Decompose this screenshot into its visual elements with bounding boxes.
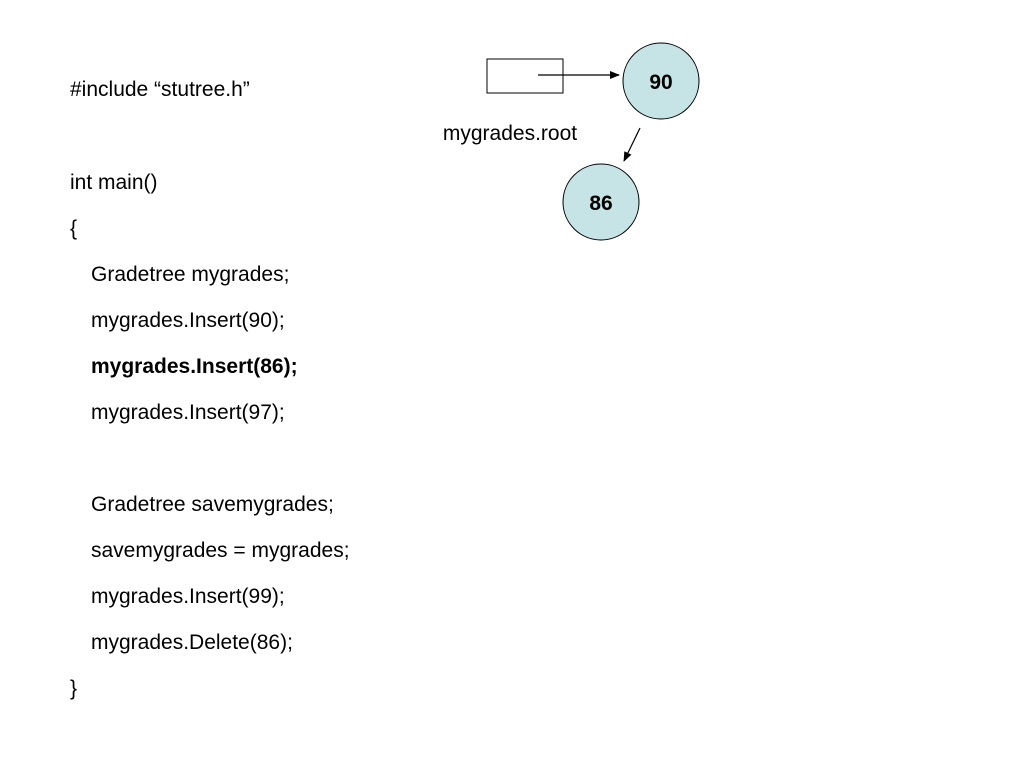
left-child-arrow — [623, 127, 641, 162]
code-line-insert-97: mygrades.Insert(97); — [91, 401, 285, 424]
code-line-assign-save: savemygrades = mygrades; — [91, 539, 350, 562]
code-line-close-brace: } — [70, 677, 78, 700]
code-line-include: #include “stutree.h” — [70, 78, 250, 101]
root-pointer-box — [486, 58, 564, 94]
tree-node-86-value: 86 — [589, 192, 612, 215]
code-line-main-signature: int main() — [70, 171, 158, 194]
code-line-declare-mygrades: Gradetree mygrades; — [91, 263, 290, 286]
tree-node-86 — [562, 163, 640, 241]
root-pointer-label: mygrades.root — [443, 122, 577, 145]
code-line-declare-savemygrades: Gradetree savemygrades; — [91, 493, 334, 516]
code-line-insert-86-highlighted: mygrades.Insert(86); — [91, 355, 298, 378]
tree-node-90-value: 90 — [649, 71, 672, 94]
code-line-delete-86: mygrades.Delete(86); — [91, 631, 293, 654]
code-line-open-brace: { — [70, 217, 78, 240]
tree-node-90 — [622, 42, 700, 120]
code-listing: #include “stutree.h” int main() { Gradet… — [70, 0, 490, 768]
code-line-insert-90: mygrades.Insert(90); — [91, 309, 285, 332]
code-line-insert-99: mygrades.Insert(99); — [91, 585, 285, 608]
